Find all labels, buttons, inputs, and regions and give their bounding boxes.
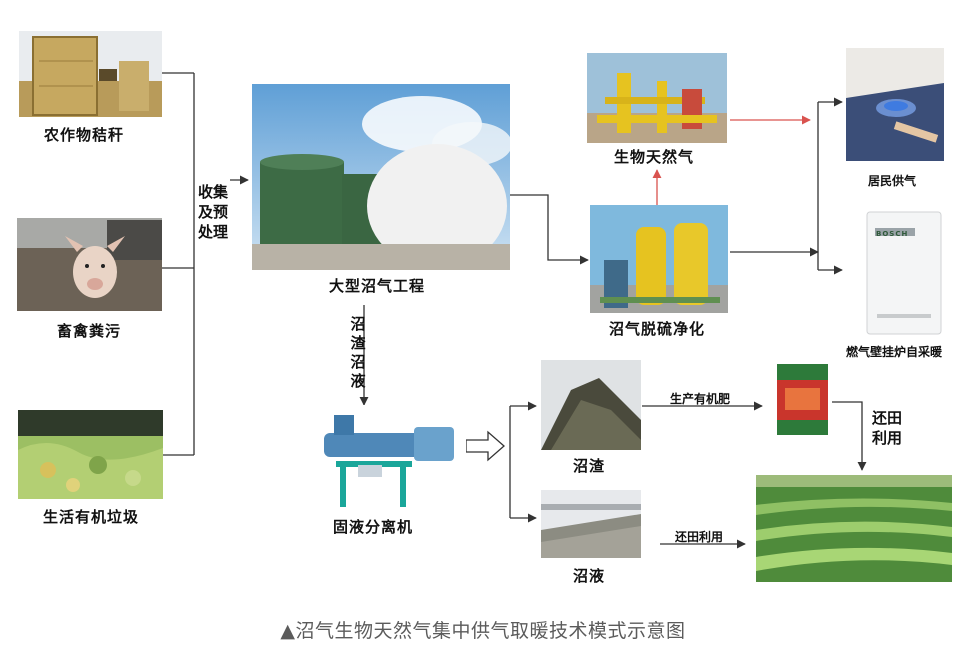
biogas-plant-image xyxy=(252,84,510,270)
figure-caption: ▲沼气生物天然气集中供气取暖技术模式示意图 xyxy=(0,616,966,643)
caption-marker: ▲ xyxy=(280,620,296,642)
digestate-label: 沼渣沼液 xyxy=(350,315,366,390)
input-bracket xyxy=(162,72,249,456)
farmland-image xyxy=(756,475,952,582)
liquid-slurry-image xyxy=(541,490,641,558)
pig-farm-image xyxy=(17,218,162,311)
boiler-brand-text: BOSCH xyxy=(876,230,909,238)
straw-bales-image xyxy=(19,31,162,117)
return-field-top-label: 还田利用 xyxy=(872,409,903,447)
input-label-straw: 农作物秸秆 xyxy=(44,126,125,144)
output-bracket xyxy=(730,97,843,275)
separator-label: 固液分离机 xyxy=(333,518,414,536)
separator-hollow-arrow xyxy=(465,430,505,462)
liquid-slurry-label: 沼液 xyxy=(573,567,606,585)
input-label-manure: 畜禽粪污 xyxy=(57,322,122,340)
return-field-bottom-label: 还田利用 xyxy=(675,530,724,544)
fertilizer-step-label: 生产有机肥 xyxy=(670,392,731,406)
fertilizer-to-field-arrow xyxy=(832,401,867,471)
caption-text: 沼气生物天然气集中供气取暖技术模式示意图 xyxy=(295,620,686,642)
solid-residue-label: 沼渣 xyxy=(573,457,606,475)
input-label-garbage: 生活有机垃圾 xyxy=(43,508,140,526)
separator-machine-image xyxy=(318,405,466,510)
organic-waste-image xyxy=(18,410,163,499)
natural-gas-label: 生物天然气 xyxy=(614,148,695,166)
desulfurization-tanks-image xyxy=(590,205,728,313)
solid-residue-image xyxy=(541,360,641,450)
boiler-label: 燃气壁挂炉自采暖 xyxy=(846,345,943,359)
residential-label: 居民供气 xyxy=(868,174,917,188)
fertilizer-bag-image xyxy=(775,362,830,437)
wall-boiler-image: BOSCH xyxy=(865,210,943,336)
gas-stove-image xyxy=(846,48,944,161)
pretreatment-label: 收集及预处理 xyxy=(198,183,229,241)
desulfurization-label: 沼气脱硫净化 xyxy=(609,320,706,338)
separator-branch xyxy=(509,401,537,523)
biogas-plant-label: 大型沼气工程 xyxy=(329,277,426,295)
natural-gas-station-image xyxy=(587,53,727,143)
plant-to-desulfurization-arrow xyxy=(510,194,589,265)
